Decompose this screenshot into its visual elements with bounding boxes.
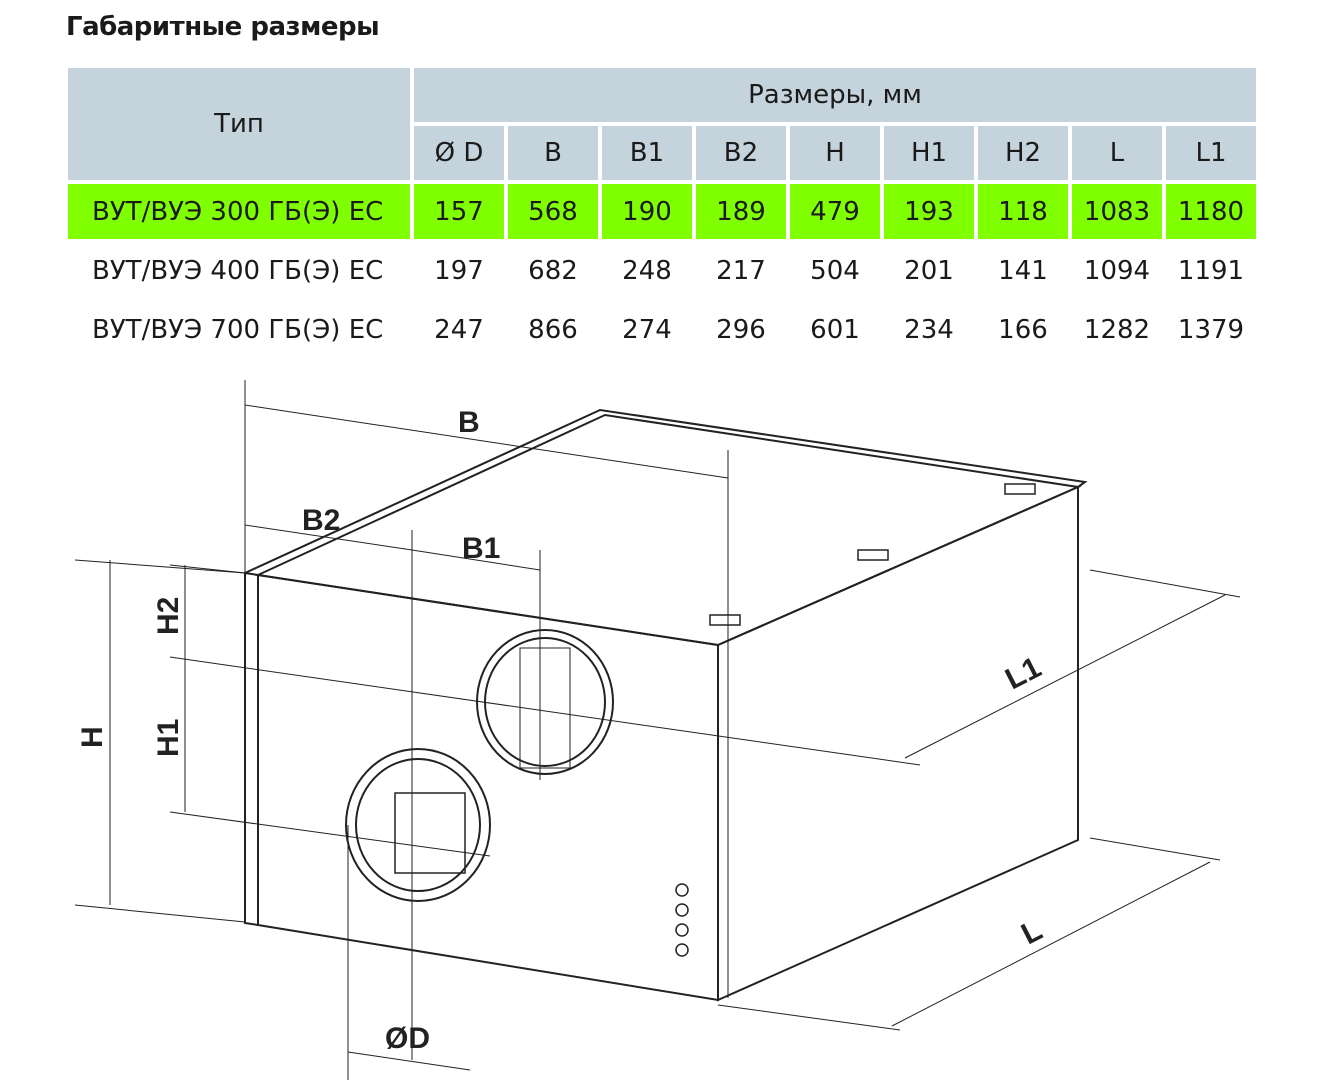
page-title: Габаритные размеры bbox=[66, 12, 380, 42]
label-D: ØD bbox=[385, 1022, 430, 1055]
value-cell: 118 bbox=[978, 184, 1068, 239]
value-cell: 1083 bbox=[1072, 184, 1162, 239]
value-cell: 504 bbox=[810, 255, 860, 286]
lower-duct-icon bbox=[345, 748, 491, 902]
value-cell: 141 bbox=[998, 255, 1048, 286]
column-header: H2 bbox=[978, 126, 1068, 180]
value-cell: 217 bbox=[716, 255, 766, 286]
column-header: B1 bbox=[602, 126, 692, 180]
column-header: H bbox=[790, 126, 880, 180]
unit-top-face bbox=[254, 413, 1082, 647]
value-cell: 296 bbox=[716, 314, 766, 345]
value-cell: 190 bbox=[602, 184, 692, 239]
value-cell: 193 bbox=[884, 184, 974, 239]
column-header: B bbox=[508, 126, 598, 180]
value-cell: 682 bbox=[528, 255, 578, 286]
type-cell: ВУТ/ВУЭ 700 ГБ(Э) ЕС bbox=[92, 314, 384, 345]
label-B1: B1 bbox=[462, 532, 500, 565]
table-row: ВУТ/ВУЭ 700 ГБ(Э) ЕС 247 866 274 296 601 234 16… bbox=[68, 302, 1256, 357]
value-cell: 1282 bbox=[1083, 314, 1151, 345]
unit-front-face bbox=[257, 573, 719, 1002]
value-cell: 1094 bbox=[1083, 255, 1151, 286]
label-B: B bbox=[458, 406, 480, 439]
value-cell: 601 bbox=[810, 314, 860, 345]
upper-duct-icon bbox=[476, 629, 614, 775]
connector-icons bbox=[675, 883, 689, 957]
value-cell: 568 bbox=[508, 184, 598, 239]
value-cell: 247 bbox=[434, 314, 484, 345]
type-cell: ВУТ/ВУЭ 400 ГБ(Э) ЕС bbox=[92, 255, 384, 286]
column-header: L1 bbox=[1166, 126, 1256, 180]
column-header: Ø D bbox=[414, 126, 504, 180]
value-cell: 201 bbox=[904, 255, 954, 286]
value-cell: 248 bbox=[622, 255, 672, 286]
label-H2: H2 bbox=[152, 597, 185, 635]
column-header: L bbox=[1072, 126, 1162, 180]
unit-right-face bbox=[717, 485, 1079, 1002]
column-header: H1 bbox=[884, 126, 974, 180]
value-cell: 197 bbox=[434, 255, 484, 286]
value-cell: 274 bbox=[622, 314, 672, 345]
value-cell: 479 bbox=[790, 184, 880, 239]
value-cell: 866 bbox=[528, 314, 578, 345]
value-cell: 166 bbox=[998, 314, 1048, 345]
label-B2: B2 bbox=[302, 504, 340, 537]
type-header: Тип bbox=[68, 68, 410, 180]
value-cell: 157 bbox=[414, 184, 504, 239]
value-cell: 234 bbox=[904, 314, 954, 345]
table-row: ВУТ/ВУЭ 400 ГБ(Э) ЕС 197 682 248 217 504 201 14… bbox=[68, 243, 1256, 298]
column-header: B2 bbox=[696, 126, 786, 180]
label-H1: H1 bbox=[152, 719, 185, 757]
type-cell: ВУТ/ВУЭ 300 ГБ(Э) ЕС bbox=[68, 184, 410, 239]
label-L: L bbox=[1016, 914, 1047, 952]
value-cell: 1180 bbox=[1166, 184, 1256, 239]
label-H: H bbox=[76, 726, 109, 748]
dimensions-group-header: Размеры, мм bbox=[414, 68, 1256, 122]
value-cell: 189 bbox=[696, 184, 786, 239]
value-cell: 1379 bbox=[1177, 314, 1245, 345]
value-cell: 1191 bbox=[1177, 255, 1245, 286]
